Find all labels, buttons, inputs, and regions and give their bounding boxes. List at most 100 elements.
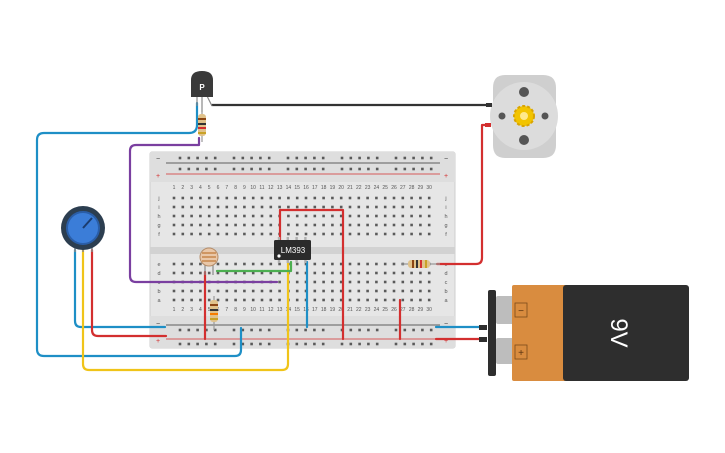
breadboard-hole (287, 205, 290, 209)
rail-minus-symbol: − (444, 156, 448, 163)
breadboard-hole (357, 205, 361, 209)
row-letter: j (157, 196, 159, 202)
breadboard-hole (234, 196, 237, 200)
row-letter: b (444, 289, 447, 295)
column-number: 28 (409, 307, 415, 313)
column-number: 20 (338, 307, 344, 313)
breadboard-hole (401, 232, 405, 236)
dc-motor[interactable] (485, 75, 558, 158)
battery-9v[interactable]: − + 9V (479, 285, 689, 381)
breadboard-hole (234, 289, 237, 293)
breadboard-hole (295, 271, 299, 275)
breadboard-hole (392, 232, 396, 236)
breadboard-hole (278, 298, 281, 302)
column-number: 14 (286, 185, 292, 191)
resistor-band (416, 260, 418, 268)
wire-blue-pot[interactable] (73, 248, 167, 329)
rail-hole (367, 167, 370, 171)
rail-hole (205, 167, 208, 171)
breadboard-hole (419, 271, 422, 275)
wire-red-ic-jumper[interactable] (278, 208, 345, 341)
rail-hole (421, 342, 424, 346)
breadboard-hole (313, 271, 317, 275)
rail-minus-symbol: − (156, 321, 160, 328)
wire-green[interactable] (215, 260, 293, 273)
breadboard-hole (207, 214, 211, 218)
pot-tick (99, 209, 103, 213)
breadboard-hole (392, 214, 396, 218)
breadboard-hole (207, 232, 211, 236)
breadboard-hole (383, 223, 387, 227)
rail-hole (349, 167, 353, 171)
column-number: 5 (208, 185, 211, 191)
breadboard-hole (269, 232, 273, 236)
breadboard-hole (366, 280, 369, 284)
lm393-ic[interactable]: LM393 (274, 237, 311, 263)
rail-hole (178, 156, 182, 160)
breadboard-hole (269, 205, 273, 209)
rail-hole (394, 156, 398, 160)
breadboard-hole (260, 298, 264, 302)
column-number: 22 (356, 307, 362, 313)
rail-hole (232, 328, 236, 332)
battery-pos-symbol: + (518, 348, 524, 359)
breadboard-hole (366, 214, 369, 218)
pnp-transistor[interactable]: P (191, 71, 213, 112)
rail-plus-symbol: + (444, 338, 448, 345)
resistor-motor[interactable] (401, 260, 440, 268)
wire-red-pot[interactable] (90, 248, 168, 338)
breadboard-hole (375, 262, 378, 266)
resistor-ldr[interactable] (210, 296, 218, 330)
wire-blue-transistor-to-rail[interactable] (35, 101, 243, 358)
row-letter: h (157, 214, 160, 220)
breadboard-hole (392, 205, 396, 209)
rail-hole (205, 342, 208, 346)
breadboard-hole (234, 271, 237, 275)
row-letter: d (444, 271, 447, 277)
column-number: 21 (347, 185, 353, 191)
breadboard-hole (243, 205, 246, 209)
breadboard-hole (199, 196, 202, 200)
wire-yellow-pot[interactable] (81, 248, 290, 372)
breadboard-hole (172, 232, 176, 236)
column-number: 9 (243, 185, 246, 191)
breadboard-hole (331, 232, 334, 236)
motor-screw (519, 87, 529, 97)
breadboard-hole (260, 262, 264, 266)
breadboard-hole (313, 280, 317, 284)
breadboard-hole (181, 232, 185, 236)
ic-pin (277, 237, 281, 241)
rail-hole (241, 342, 245, 346)
breadboard-hole (313, 232, 317, 236)
resistor-base[interactable] (198, 110, 206, 142)
breadboard-hole (304, 205, 308, 209)
battery-terminal-neg (496, 296, 514, 324)
motor-screw (498, 112, 506, 120)
breadboard-hole (348, 214, 352, 218)
battery-pos-box (514, 344, 528, 360)
wire-purple[interactable] (128, 136, 279, 284)
breadboard-hole (216, 214, 220, 218)
potentiometer[interactable] (61, 201, 105, 252)
breadboard-hole (410, 205, 413, 209)
breadboard-hole (322, 214, 325, 218)
breadboard-hole (383, 280, 387, 284)
column-number: 8 (234, 185, 237, 191)
column-number: 23 (365, 185, 371, 191)
ic-pin (286, 259, 289, 263)
breadboard-hole (366, 289, 369, 293)
rail-hole (375, 167, 379, 171)
ic-pin (304, 259, 307, 263)
photoresistor[interactable] (199, 247, 219, 275)
breadboard-hole (243, 196, 246, 200)
rail-hole (421, 156, 424, 160)
breadboard-hole (427, 232, 431, 236)
rail-hole (313, 342, 316, 346)
breadboard-hole (278, 271, 281, 275)
breadboard-hole (401, 271, 405, 275)
wire-red-motor-to-resistor[interactable] (435, 123, 489, 266)
breadboard-hole (313, 289, 317, 293)
breadboard-hole (190, 205, 193, 209)
row-letter: i (445, 205, 446, 211)
pot-tick (81, 201, 85, 205)
